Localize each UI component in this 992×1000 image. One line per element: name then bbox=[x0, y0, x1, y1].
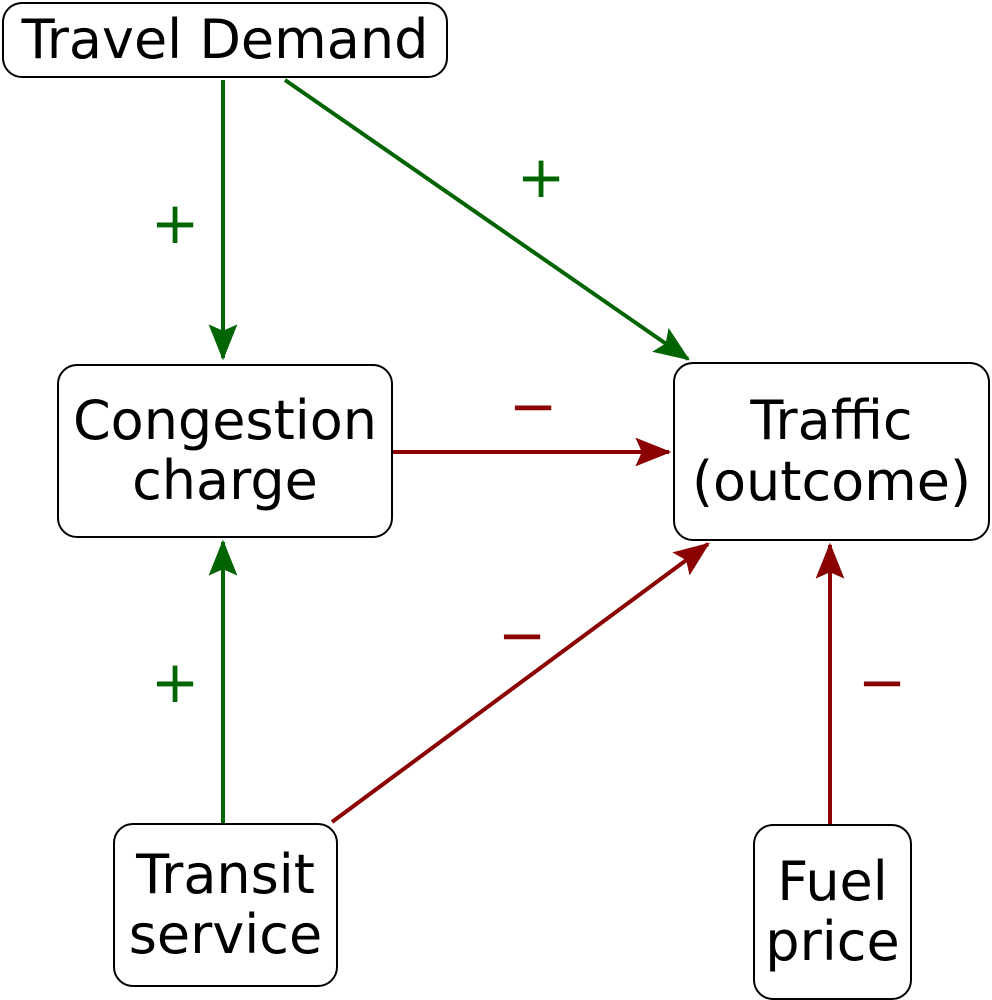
node-traffic-outcome-line-2: (outcome) bbox=[691, 449, 972, 513]
node-fuel-price-line-1: Fuel bbox=[777, 849, 888, 913]
node-fuel-price[interactable]: Fuel price bbox=[753, 824, 912, 1000]
node-travel-demand[interactable]: Travel Demand bbox=[2, 2, 448, 78]
edge-transit-service-to-traffic bbox=[330, 542, 710, 824]
node-traffic-outcome-line-1: Traffic bbox=[750, 389, 913, 453]
edge-label-fuel-price-to-traffic: − bbox=[857, 648, 907, 716]
edge-label-congestion-charge-to-traffic: − bbox=[508, 372, 558, 440]
node-transit-service[interactable]: Transit service bbox=[113, 823, 338, 987]
node-traffic-outcome[interactable]: Traffic (outcome) bbox=[673, 362, 990, 541]
node-congestion-charge[interactable]: Congestion charge bbox=[57, 364, 393, 538]
edge-travel-demand-to-traffic bbox=[283, 78, 690, 361]
edge-label-travel-demand-to-congestion-charge: + bbox=[150, 189, 200, 257]
node-transit-service-line-1: Transit bbox=[136, 842, 315, 906]
node-congestion-charge-line-1: Congestion bbox=[72, 388, 378, 452]
node-fuel-price-line-2: price bbox=[765, 910, 900, 973]
edge-label-transit-service-to-traffic: − bbox=[497, 601, 547, 669]
edge-label-travel-demand-to-traffic: + bbox=[516, 143, 566, 211]
node-congestion-charge-line-2: charge bbox=[132, 449, 318, 512]
node-travel-demand-line-1: Travel Demand bbox=[21, 7, 429, 71]
edge-label-transit-service-to-congestion-charge: + bbox=[150, 648, 200, 716]
node-transit-service-line-2: service bbox=[128, 903, 323, 966]
